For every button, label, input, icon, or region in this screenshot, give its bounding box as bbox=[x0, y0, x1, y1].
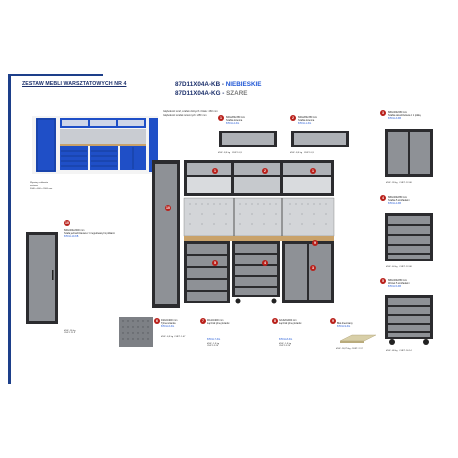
item-4-label: 680x460x850 mm Szafka 5 szufladami 87D11… bbox=[388, 196, 410, 205]
item-7-spec: Ø.W.: 1,3 kg CUFT: 0.24 bbox=[207, 343, 220, 347]
marker-2: 2 bbox=[290, 115, 296, 121]
marker-assembly-3: 3 bbox=[310, 265, 316, 271]
item-1-spec: Ø.W.: 8,5 kg CUFT: 0,9 bbox=[218, 152, 242, 154]
marker-10: 10 bbox=[64, 220, 70, 226]
item-6-spec: Ø.W.: 6,3 kg CUFT: 1.47 bbox=[161, 336, 186, 338]
drawer-cabinet-image bbox=[385, 213, 433, 261]
wall-cabinet-1-image bbox=[219, 131, 277, 147]
marker-assembly-5: 5 bbox=[212, 260, 218, 266]
item-4-spec: Ø.W.: 44 kg CUFT: 12.08 bbox=[386, 266, 412, 268]
item-10-spec: Ø.W.: 55 kg CUFT: 21.3 bbox=[64, 330, 76, 334]
worktop-image bbox=[339, 334, 377, 343]
frame-left-bar bbox=[8, 74, 11, 384]
main-assembly-image bbox=[152, 160, 335, 308]
item-3-spec: Ø.W.: 33 kg CUFT: 12.08 bbox=[386, 182, 412, 184]
item-2-spec: Ø.W.: 8,5 kg CUFT: 0,9 bbox=[290, 152, 314, 154]
page-title: ZESTAW MEBLI WARSZTATOWYCH NR 4 bbox=[22, 81, 127, 87]
item-7-code: 87D11-7-KG bbox=[207, 338, 221, 341]
wall-cabinet-2-image bbox=[291, 131, 349, 147]
marker-assembly-2: 2 bbox=[262, 168, 268, 174]
item-10-label: 600x460x2000 mm Szafa jednodrzwiowa z 4 … bbox=[64, 229, 115, 238]
marker-6: 6 bbox=[154, 318, 160, 324]
overall-dimensions-note: Wymiary całkowite zestawu 3040 x 460 x 2… bbox=[30, 182, 53, 190]
marker-1: 1 bbox=[218, 115, 224, 121]
tall-cabinet-image bbox=[26, 232, 58, 324]
double-door-cabinet-image bbox=[385, 129, 433, 177]
depth-note: Głębokość szaf, szafek dolnych i blatu: … bbox=[163, 110, 218, 117]
marker-assembly-4: 4 bbox=[262, 260, 268, 266]
item-2-label: 600x280x350 mm Szafka ścienna 87D11-1-KG bbox=[298, 116, 318, 125]
product-code-grey: 87D11X04A-KG - SZARE bbox=[175, 90, 248, 97]
item-9-spec: Ø.W.: 18,75 kg CUFT: 2.17 bbox=[336, 348, 363, 350]
item-1-label: 600x280x350 mm Szafka ścienna 87D11-2-KG bbox=[226, 116, 246, 125]
item-3-label: 680x460x950 mm Szafka dwudrzwiowa z 1 pó… bbox=[388, 111, 421, 120]
item-7-label: 90x10x900 mm Łącznik tylnej ścianki bbox=[207, 319, 230, 325]
marker-4: 4 bbox=[380, 195, 386, 201]
frame-top-bar bbox=[8, 74, 103, 76]
marker-3: 3 bbox=[380, 110, 386, 116]
marker-assembly-1: 1 bbox=[212, 168, 218, 174]
item-8-label: 32x320x900 mm Łącznik tylnej ścianki bbox=[279, 319, 302, 325]
product-code-blue: 87D11X04A-KB - NIEBIESKIE bbox=[175, 81, 262, 88]
item-5-label: 680x460x850 mm Wózek 5 szufladami 87D11-… bbox=[388, 279, 410, 288]
item-6-label: 910x0x900 mm Tylna ścianka 87D11-6-KG bbox=[161, 319, 178, 328]
item-8-spec: Ø.W.: 1,3 kg CUFT: 0.24 bbox=[279, 343, 292, 347]
marker-7: 7 bbox=[200, 318, 206, 324]
marker-assembly-1b: 1 bbox=[310, 168, 316, 174]
item-9-label: Blat drewniany 87D11-9-KG bbox=[337, 322, 353, 328]
marker-9: 9 bbox=[330, 318, 336, 324]
item-8-code: 87D11-8-KG bbox=[279, 338, 293, 341]
marker-assembly-9: 9 bbox=[312, 240, 318, 246]
drawer-trolley-image bbox=[385, 295, 433, 345]
marker-5: 5 bbox=[380, 278, 386, 284]
back-panel-image bbox=[119, 317, 153, 347]
marker-8: 8 bbox=[272, 318, 278, 324]
blue-set-thumbnail bbox=[32, 116, 158, 174]
item-5-spec: Ø.W.: 48 kg CUFT: 16.14 bbox=[386, 350, 412, 352]
marker-assembly-10: 10 bbox=[165, 205, 171, 211]
